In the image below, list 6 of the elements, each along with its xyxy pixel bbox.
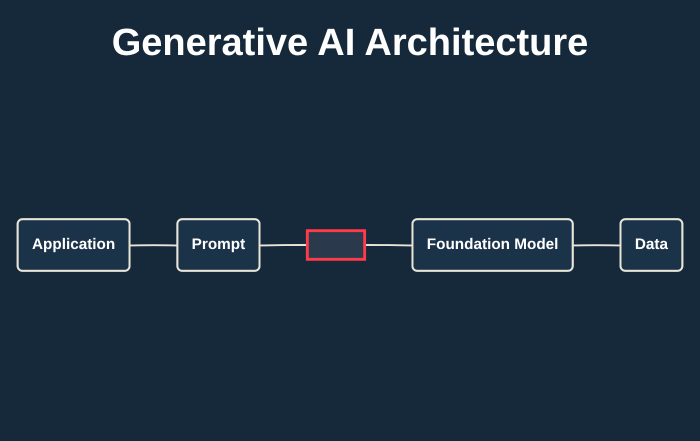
node-box [306, 229, 366, 261]
title: Generative AI Architecture [110, 22, 590, 65]
connector [260, 244, 308, 246]
connector [573, 244, 622, 246]
connector [364, 244, 413, 246]
connector [130, 244, 178, 246]
